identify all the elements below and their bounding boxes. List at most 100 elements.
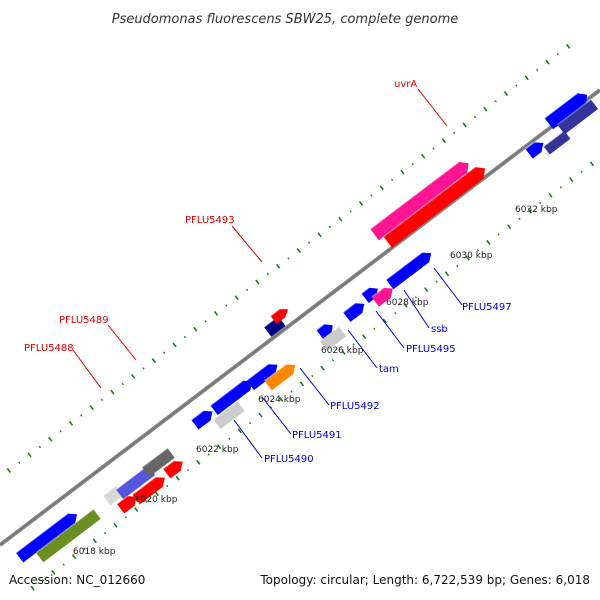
gene-pflu5491-highlight <box>246 363 269 382</box>
tick-mark <box>580 170 583 173</box>
scale-label-6028: 6028 kbp <box>386 298 429 308</box>
leader-pflu5493 <box>231 225 263 263</box>
leader-pflu5489 <box>107 324 137 361</box>
leader-pflu5495 <box>375 310 405 349</box>
gene-pflu5497 <box>386 252 432 290</box>
scale-label-6018: 6018 kbp <box>73 547 116 557</box>
label-pflu5491: PFLU5491 <box>292 430 342 441</box>
gene-pflu5492-highlight <box>264 363 287 382</box>
gene-6032-c <box>544 93 588 130</box>
tick-mark <box>18 461 21 464</box>
gene-6032-b <box>543 130 571 155</box>
tick-mark <box>151 358 156 364</box>
scale-label-6026: 6026 kbp <box>321 346 364 356</box>
gene-blue-a-highlight <box>190 410 204 421</box>
gene-pflu5495-highlight <box>342 302 356 313</box>
tick-mark <box>432 147 435 150</box>
leader-tam <box>347 329 378 369</box>
tick-mark <box>403 302 408 308</box>
tick-mark <box>166 484 169 488</box>
tick-mark <box>196 459 201 465</box>
tick-mark <box>275 263 281 269</box>
gene-6032-b-highlight <box>543 130 565 148</box>
tick-mark <box>341 349 346 355</box>
tick-mark <box>320 365 325 371</box>
gene-blue-b <box>210 380 253 415</box>
tick-mark <box>71 554 77 560</box>
label-ssb: ssb <box>431 324 448 335</box>
tick-mark <box>48 436 53 442</box>
tick-mark <box>317 232 322 238</box>
tick-mark <box>539 201 542 205</box>
tick-mark <box>382 318 387 324</box>
gene-pflu5489-dark <box>142 448 175 477</box>
tick-mark <box>296 248 302 254</box>
tick-mark <box>338 216 343 222</box>
tick-mark <box>373 327 376 330</box>
gene-pflu5493 <box>264 316 286 337</box>
gene-6018-blue <box>16 513 77 563</box>
tick-mark <box>142 367 145 370</box>
tick-mark <box>38 445 42 449</box>
tick-mark <box>308 241 311 244</box>
tick-mark <box>462 122 467 128</box>
gene-pflu5489-dark-highlight <box>141 447 168 468</box>
gene-pflu5489-purple-highlight <box>115 464 149 491</box>
tick-mark <box>193 326 198 332</box>
tick-mark <box>154 491 160 497</box>
tick-mark <box>68 420 74 426</box>
gene-6018-green <box>36 509 101 563</box>
tick-mark <box>62 563 65 566</box>
tick-mark <box>535 68 539 72</box>
leader-pflu5488 <box>72 349 102 389</box>
tick-mark <box>311 374 314 378</box>
tick-mark <box>216 444 222 450</box>
tick-mark <box>476 249 480 252</box>
tick-mark <box>92 538 97 544</box>
tick-mark <box>186 469 190 472</box>
tick-mark <box>420 153 426 159</box>
tick-mark <box>503 91 509 96</box>
gene-pflu5488-grey-highlight <box>102 485 117 497</box>
tick-mark <box>424 287 429 292</box>
gene-uvra-red <box>383 167 485 248</box>
tick-mark <box>414 296 418 299</box>
tick-mark <box>83 547 86 550</box>
tick-mark <box>204 320 207 323</box>
gene-features <box>15 92 599 563</box>
tick-mark <box>494 100 497 103</box>
label-uvra: uvrA <box>394 79 417 90</box>
label-pflu5493: PFLU5493 <box>185 215 235 226</box>
tick-tracks <box>6 43 595 591</box>
gene-pflu5495 <box>343 303 365 322</box>
gene-6032-d <box>557 99 599 135</box>
tick-mark <box>225 304 228 307</box>
genome-title: Pseudomonas fluorescens SBW25, complete … <box>112 12 459 27</box>
leader-uvra <box>417 88 448 127</box>
tick-mark <box>556 53 559 56</box>
tick-mark <box>130 373 136 379</box>
tick-mark <box>524 75 529 81</box>
tick-mark <box>527 208 532 214</box>
tick-mark <box>245 288 249 292</box>
gene-ssb-highlight <box>371 287 385 298</box>
scale-label-6032: 6032 kbp <box>515 205 558 215</box>
tick-mark <box>269 406 273 409</box>
gene-pflu5488-highlight <box>116 495 128 505</box>
tick-mark <box>183 335 187 339</box>
tick-mark <box>483 106 488 112</box>
tick-mark <box>497 233 500 236</box>
tick-mark <box>379 185 384 191</box>
gene-red-2-highlight <box>132 476 157 496</box>
tick-mark <box>124 516 127 519</box>
tick-mark <box>456 264 459 268</box>
tick-mark <box>400 169 405 175</box>
genome-backbone-core <box>0 89 600 546</box>
tick-mark <box>515 84 518 87</box>
tick-mark <box>59 430 62 433</box>
tick-mark <box>473 115 477 119</box>
label-pflu5490: PFLU5490 <box>264 454 314 465</box>
tick-mark <box>228 437 231 440</box>
tick-mark <box>370 194 373 197</box>
scale-label-6020: 6020 kbp <box>135 495 178 505</box>
